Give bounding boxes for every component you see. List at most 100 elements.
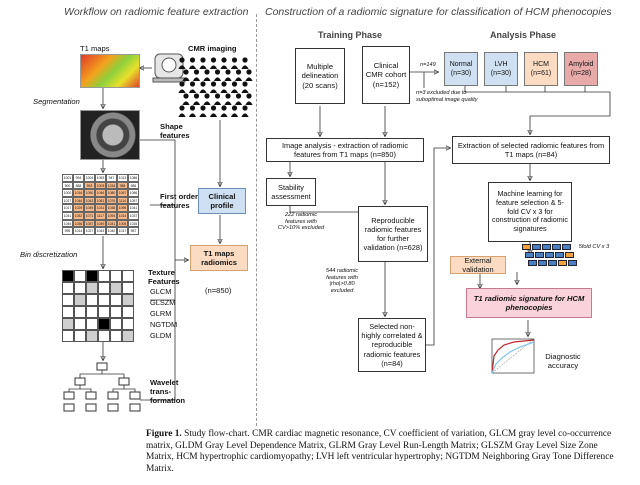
wavelet-tree: [62, 362, 142, 414]
matrix-cell: [98, 270, 110, 282]
matrix-cell: [110, 306, 122, 318]
grid-cell: 1041: [128, 204, 139, 212]
grid-cell: 1076: [106, 196, 117, 205]
grid-cell: 988: [117, 181, 128, 190]
group-name: Normal: [449, 60, 473, 68]
matrix-cell: [74, 318, 86, 330]
t1-map-image: [80, 54, 140, 88]
fold-block: [532, 244, 541, 250]
matrix-cell: [86, 270, 98, 282]
grid-cell: 1003: [95, 181, 106, 190]
matrix-cell: [122, 294, 134, 306]
grid-cell: 1043: [95, 227, 106, 235]
matrix-cell: [62, 282, 74, 294]
grid-cell: 1114: [117, 196, 128, 205]
clinical-cmr-cohort-box: Clinical CMR cohort (n=152): [362, 46, 410, 104]
grid-cell: 1040: [106, 227, 117, 235]
fold-block: [568, 260, 577, 266]
first-order-features-label: First order features: [160, 192, 198, 211]
matrix-cell: [98, 294, 110, 306]
grid-cell: 1013: [117, 174, 128, 182]
texture-feature-gldm: GLDM: [150, 331, 172, 340]
matrix-cell: [86, 294, 98, 306]
cmr-scanner-icon: [152, 52, 186, 84]
multiple-delineation-box: Multiple delineation (20 scans): [295, 48, 345, 104]
grid-cell: 1056: [73, 219, 84, 228]
matrix-cell: [62, 270, 74, 282]
bin-discretization-label: Bin discretization: [20, 250, 78, 259]
grid-cell: 1086: [128, 189, 139, 197]
matrix-cell: [86, 306, 98, 318]
group-name: LVH: [494, 60, 508, 68]
grid-cell: 1095: [117, 204, 128, 212]
grid-cell: 1049: [95, 219, 106, 228]
matrix-cell: [74, 330, 86, 342]
selected-features-box: Selected non-highly correlated & reprodu…: [358, 318, 426, 372]
grid-cell: 1017: [117, 227, 128, 235]
matrix-cell: [110, 270, 122, 282]
grid-cell: 1027: [62, 196, 73, 205]
machine-learning-box: Machine learning for feature selection &…: [488, 182, 572, 242]
fold-block: [545, 252, 554, 258]
segmentation-label: Segmentation: [33, 97, 80, 106]
grid-cell: 1001: [62, 174, 73, 182]
grid-cell: 1014: [117, 212, 128, 220]
texture-feature-glrm: GLRM: [150, 309, 172, 318]
excluded-544-note: 544 radiomic features with |rho|>0.80 ex…: [325, 268, 359, 295]
t1-maps-label: T1 maps: [80, 44, 110, 53]
matrix-cell: [98, 330, 110, 342]
matrix-cell: [98, 318, 110, 330]
caption-text: Study flow-chart. CMR cardiac magnetic r…: [146, 429, 614, 474]
grid-cell: 1045: [62, 219, 73, 228]
external-validation-box: External validation: [450, 256, 506, 274]
t1-radiomics-box: T1 maps radiomics: [190, 245, 248, 271]
grid-cell: 1005: [117, 219, 128, 228]
grid-cell: 1117: [95, 212, 106, 220]
wavelet-label: Wavelet trans-formation: [150, 378, 186, 406]
analysis-phase-label: Analysis Phase: [490, 30, 557, 40]
matrix-cell: [122, 306, 134, 318]
grid-cell: 1016: [73, 189, 84, 197]
n149-label: n=149: [420, 62, 436, 68]
grid-cell: 1086: [128, 174, 139, 182]
fold-block: [552, 244, 561, 250]
fold-label: 5fold CV x 3: [578, 244, 610, 250]
matrix-cell: [74, 294, 86, 306]
grid-cell: 1027: [84, 227, 95, 235]
grid-cell: 1004: [84, 174, 95, 182]
diagnostic-accuracy-label: Diagnostic accuracy: [545, 352, 581, 371]
matrix-cell: [110, 318, 122, 330]
texture-feature-glcm: GLCM: [150, 287, 172, 296]
extraction-selected-box: Extraction of selected radiomic features…: [452, 136, 610, 164]
excluded-222-note: 222 radiomic features with CV>10% exclud…: [277, 212, 325, 232]
group-box-hcm: HCM(n=61): [524, 52, 558, 86]
matrix-cell: [122, 270, 134, 282]
grid-cell: 1046: [73, 196, 84, 205]
grid-cell: 1049: [84, 204, 95, 212]
clinical-profile-box: Clinical profile: [198, 188, 246, 214]
figure-number: Figure 1.: [146, 429, 182, 439]
matrix-cell: [62, 294, 74, 306]
grid-cell: 995: [62, 227, 73, 235]
matrix-cell: [98, 282, 110, 294]
grid-cell: 1014: [73, 227, 84, 235]
grid-cell: 1094: [106, 212, 117, 220]
grid-cell: 1031: [95, 204, 106, 212]
texture-feature-glszm: GLSZM: [150, 298, 176, 307]
fold-block: [555, 252, 564, 258]
fold-block: [565, 252, 574, 258]
grid-cell: 947: [106, 174, 117, 182]
group-count: (n=61): [530, 70, 552, 77]
grid-cell: 1034: [106, 181, 117, 190]
fold-block: [522, 244, 531, 250]
patient-crowd-icon: [178, 56, 258, 120]
excluded-n3-note: n=3 excluded due to suboptimal image qua…: [416, 90, 478, 103]
grid-cell: 888: [73, 181, 84, 190]
fold-block: [525, 252, 534, 258]
matrix-cell: [98, 306, 110, 318]
matrix-cell: [74, 270, 86, 282]
reproducible-features-box: Reproducible radiomic features for furth…: [358, 206, 428, 262]
matrix-cell: [110, 282, 122, 294]
grid-cell: 1000: [62, 189, 73, 197]
grid-cell: 1067: [117, 189, 128, 197]
